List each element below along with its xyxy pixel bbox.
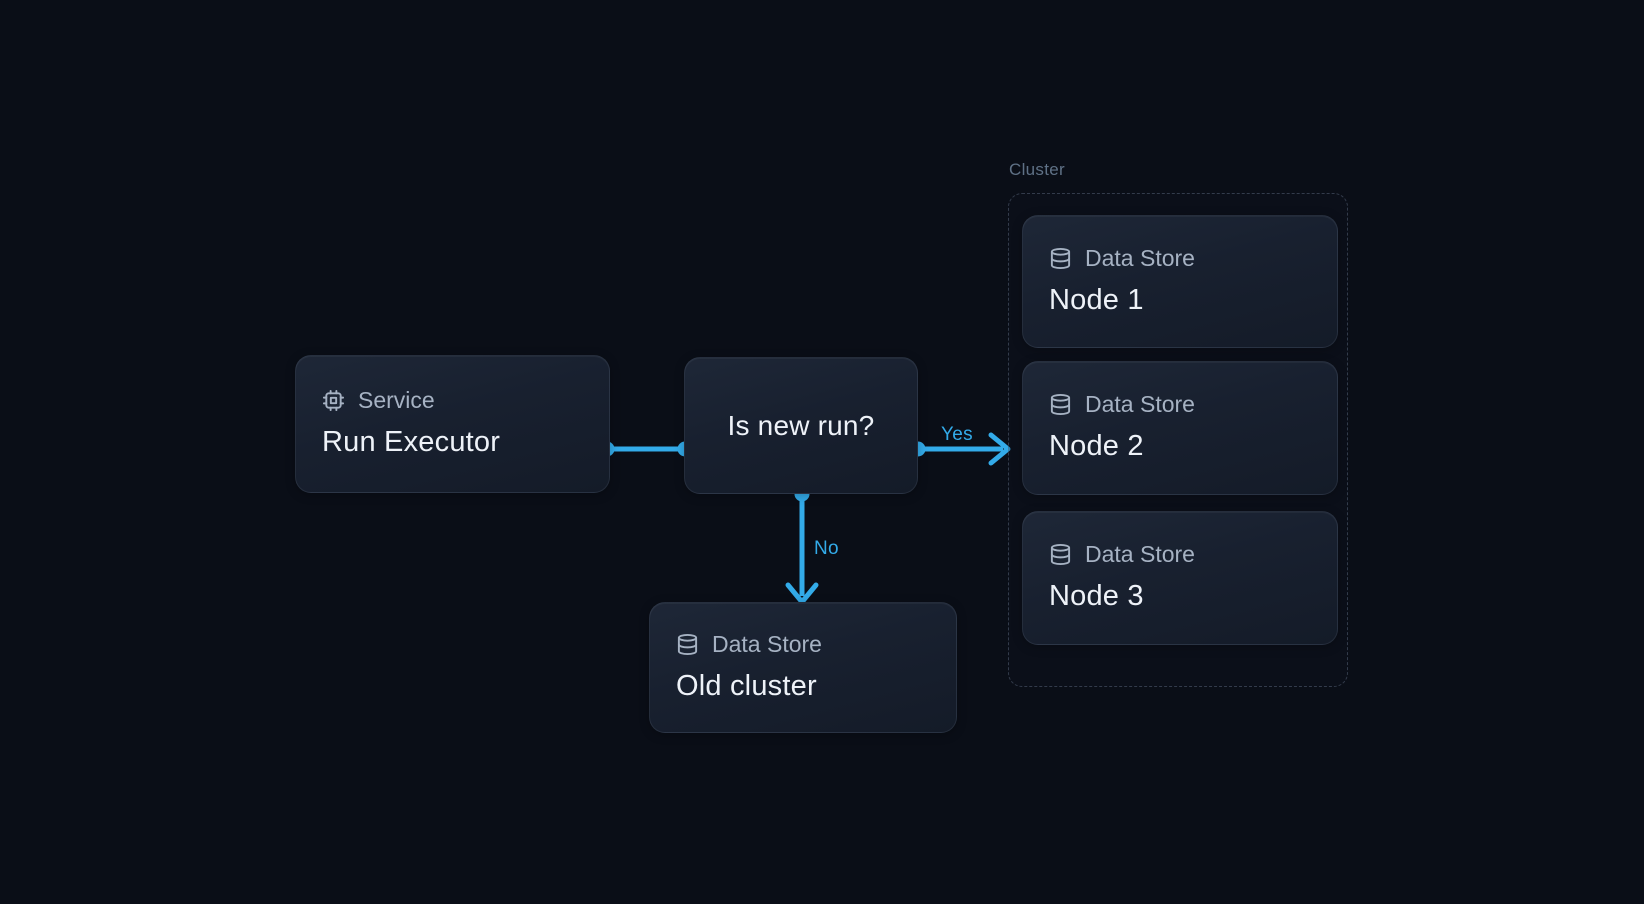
cpu-icon [322,389,345,412]
node-title: Old cluster [676,669,817,702]
node-title: Node 1 [1049,283,1144,316]
edge-decision-to-old-cluster-no [785,486,819,605]
node-title: Run Executor [322,426,501,459]
node-type-row: Data Store [1049,244,1319,271]
database-icon [676,633,699,656]
node-cluster-node-3[interactable]: Data Store Node 3 [1022,511,1338,645]
node-type-label: Data Store [712,630,822,657]
cluster-group-label: Cluster [1009,160,1065,179]
node-old-cluster[interactable]: Data Store Old cluster [649,602,957,733]
node-type-label: Data Store [1085,541,1195,568]
node-run-executor[interactable]: Service Run Executor [295,355,610,493]
node-cluster-node-2[interactable]: Data Store Node 2 [1022,361,1338,495]
database-icon [1049,393,1072,416]
node-type-row: Service [322,389,591,412]
node-type-row: Data Store [676,630,938,657]
edge-label-no: No [814,538,839,559]
decision-question: Is new run? [727,409,875,441]
edge-label-yes: Yes [941,424,973,445]
node-type-label: Service [358,387,435,414]
database-icon [1049,543,1072,566]
node-cluster-node-1[interactable]: Data Store Node 1 [1022,215,1338,348]
database-icon [1049,247,1072,270]
edge-service-to-decision [599,441,693,457]
node-title: Node 3 [1049,580,1144,613]
node-type-label: Data Store [1085,244,1195,271]
node-type-row: Data Store [1049,393,1319,416]
node-type-label: Data Store [1085,391,1195,418]
node-is-new-run-decision[interactable]: Is new run? [684,357,918,494]
node-type-row: Data Store [1049,543,1319,566]
node-title: Node 2 [1049,430,1144,463]
